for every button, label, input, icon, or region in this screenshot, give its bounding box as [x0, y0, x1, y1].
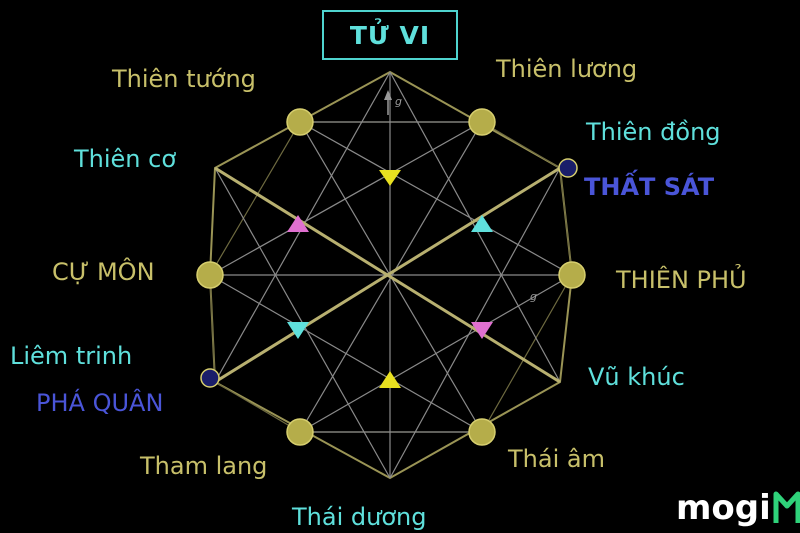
- label-thai-duong: Thái dương: [292, 503, 427, 531]
- label-thien-phu: THIÊN PHỦ: [616, 266, 747, 294]
- logo-mark: [773, 491, 800, 523]
- star-nodes: [196, 108, 586, 446]
- node-that-sat: [558, 158, 578, 178]
- triangle-cyan-up-right: [471, 215, 493, 232]
- label-that-sat: THẤT SÁT: [584, 173, 715, 201]
- triangle-magenta-up-left: [287, 215, 309, 232]
- node-thien-tuong: [286, 108, 314, 136]
- minor-nodes: [200, 158, 578, 388]
- node-cu-mon: [196, 261, 224, 289]
- node-pha-quan: [200, 368, 220, 388]
- triangle-yellow-up: [379, 371, 401, 388]
- label-thien-co: Thiên cơ: [74, 145, 177, 173]
- label-vu-khuc: Vũ khúc: [588, 363, 685, 391]
- triangle-cyan-down-left: [287, 322, 309, 339]
- thick-diagonals: [214, 166, 561, 384]
- label-thien-tuong: Thiên tướng: [112, 65, 256, 93]
- label-thien-luong: Thiên lương: [496, 55, 638, 83]
- triangle-magenta-down-right: [471, 322, 493, 339]
- node-thai-am: [468, 418, 496, 446]
- triangle-yellow-down: [379, 170, 401, 186]
- axis-marker-top: g: [395, 95, 402, 108]
- label-liem-trinh: Liêm trinh: [10, 342, 133, 370]
- node-tham-lang: [286, 418, 314, 446]
- title-box: TỬ VI: [322, 10, 458, 60]
- label-cu-mon: CỰ MÔN: [52, 258, 155, 286]
- label-pha-quan: PHÁ QUÂN: [36, 389, 164, 417]
- label-thai-am: Thái âm: [508, 445, 605, 473]
- label-thien-dong: Thiên đồng: [586, 118, 721, 146]
- node-thien-luong: [468, 108, 496, 136]
- axis-marker-right: g: [530, 290, 537, 303]
- title-text: TỬ VI: [349, 20, 431, 50]
- label-tham-lang: Tham lang: [140, 452, 268, 480]
- mogi-logo: mogi: [676, 488, 771, 528]
- axis-arrow-up: g: [384, 90, 402, 115]
- node-thien-phu: [558, 261, 586, 289]
- connection-lines: [209, 71, 573, 479]
- triangles: [287, 170, 493, 388]
